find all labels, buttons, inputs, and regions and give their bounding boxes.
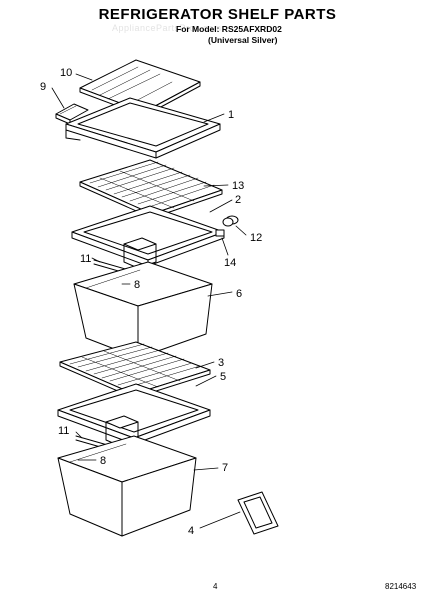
model-variant: (Universal Silver) (208, 35, 278, 45)
callout-2: 2 (235, 194, 241, 206)
part-14-knob-shaft[interactable] (215, 229, 225, 237)
part-1-shelf-frame[interactable] (65, 97, 221, 159)
callout-8-lower: 8 (100, 455, 106, 467)
watermark: AppliancePartsPros.com (112, 23, 222, 33)
callout-3: 3 (218, 357, 224, 369)
callout-11-upper: 11 (80, 253, 91, 265)
part-6-crisper-drawer-upper[interactable] (73, 261, 213, 359)
part-2-crisper-frame-upper[interactable] (71, 205, 225, 269)
callout-8-upper: 8 (134, 279, 140, 291)
part-4-label-insert[interactable] (237, 491, 279, 535)
callout-11-lower: 11 (58, 425, 69, 437)
part-13-crisper-cover[interactable] (79, 159, 223, 219)
part-3-crisper-cover-lower[interactable] (59, 341, 211, 399)
callout-5: 5 (220, 371, 226, 383)
callout-4: 4 (188, 525, 194, 537)
callout-labels: 10 9 1 13 2 12 14 11 8 6 3 5 11 8 7 4 (40, 67, 262, 537)
callout-9: 9 (40, 81, 46, 93)
callout-6: 6 (236, 288, 242, 300)
page-title: REFRIGERATOR SHELF PARTS (98, 6, 337, 23)
callout-13: 13 (232, 180, 244, 192)
callout-7: 7 (222, 462, 228, 474)
part-7-crisper-drawer-lower[interactable] (57, 435, 197, 537)
part-5-crisper-frame-lower[interactable] (57, 383, 211, 447)
document-number: 8214643 (385, 582, 417, 591)
leader-lines (51, 73, 247, 529)
model-number: For Model: RS25AFXRD02 (176, 24, 282, 34)
callout-12: 12 (250, 232, 262, 244)
callout-1: 1 (228, 109, 234, 121)
callout-14: 14 (224, 257, 236, 269)
part-12-humidity-knob[interactable] (222, 215, 239, 227)
callout-10: 10 (60, 67, 72, 79)
page-number: 4 (213, 582, 218, 591)
